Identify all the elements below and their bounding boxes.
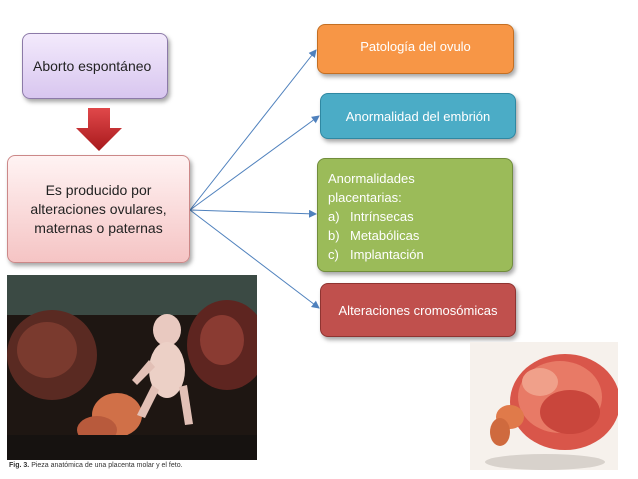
molar-tissue-illustration [470,342,618,470]
placenta-list: a)Intrínsecas b)Metabólicas c)Implantaci… [328,207,512,264]
aborto-box: Aborto espontáneo [22,33,168,99]
connector-placenta [189,209,317,218]
embrion-box: Anormalidad del embrión [320,93,516,139]
placenta-fetus-photo [7,275,257,460]
embrion-label: Anormalidad del embrión [345,108,491,124]
caption-text: Pieza anatómica de una placenta molar y … [31,462,183,469]
ovulo-box: Patología del ovulo [317,24,514,74]
connector-ovulo [189,49,317,211]
placenta-title: Anormalidades placentarias: [328,171,415,205]
list-item: a)Intrínsecas [328,209,414,224]
causa-label: Es producido por alteraciones ovulares, … [30,181,167,236]
placenta-fetus-illustration [7,275,257,460]
cromosomicas-box: Alteraciones cromosómicas [320,283,516,337]
connector-cromosomicas [189,209,320,309]
down-arrow-icon [76,108,122,151]
list-item: c)Implantación [328,247,424,262]
figure-caption: Fig. 3. Pieza anatómica de una placenta … [9,462,183,469]
aborto-label: Aborto espontáneo [33,58,152,74]
connector-embrion [189,115,320,211]
placenta-box: Anormalidades placentarias: a)Intrínseca… [317,158,513,272]
causa-box: Es producido por alteraciones ovulares, … [7,155,190,263]
caption-label: Fig. 3. [9,462,30,469]
ovulo-label: Patología del ovulo [360,39,471,54]
list-item: b)Metabólicas [328,228,420,243]
molar-tissue-photo [470,342,618,470]
cromosomicas-label: Alteraciones cromosómicas [338,302,498,318]
